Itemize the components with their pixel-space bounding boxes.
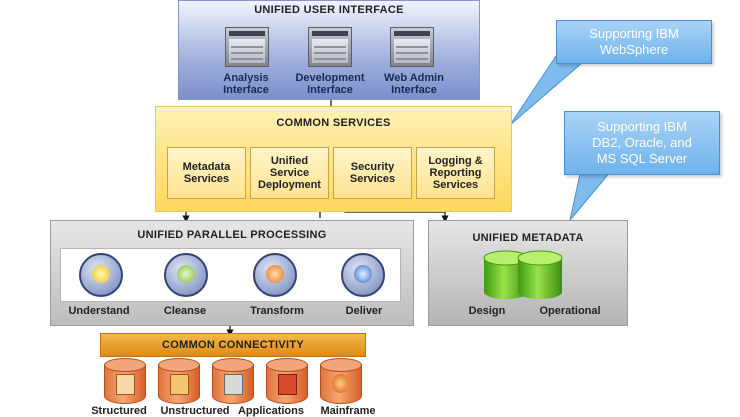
applications-cylinder-icon [212, 358, 254, 404]
structured-label: Structured [91, 405, 147, 417]
mainframe-cylinder-icon [266, 358, 308, 404]
metadata-cylinders-icon [483, 250, 563, 299]
development-interface-icon [308, 27, 352, 67]
metadata-services-box: Metadata Services [167, 147, 246, 199]
fifth-source-cylinder-icon [320, 358, 362, 404]
understand-label: Understand [68, 305, 130, 317]
cleanse-icon [164, 253, 208, 297]
websphere-callout: Supporting IBM WebSphere [556, 20, 712, 64]
unified-user-interface-panel: UNIFIED USER INTERFACE Analysis Interfac… [178, 0, 480, 100]
parallel-panel-title: UNIFIED PARALLEL PROCESSING [137, 229, 327, 241]
structured-cylinder-icon [104, 358, 146, 404]
analysis-interface-icon [225, 27, 269, 67]
transform-icon [253, 253, 297, 297]
unified-service-deployment-box: Unified Service Deployment [250, 147, 329, 199]
common-services-panel: COMMON SERVICES Metadata Services Unifie… [155, 106, 512, 212]
transform-label: Transform [250, 305, 304, 317]
understand-icon [79, 253, 123, 297]
operational-label: Operational [539, 305, 601, 317]
web-admin-interface-icon [390, 27, 434, 67]
mainframe-label: Mainframe [320, 405, 376, 417]
unstructured-label: Unstructured [160, 405, 230, 417]
logging-reporting-services-box: Logging & Reporting Services [416, 147, 495, 199]
metadata-panel-title: UNIFIED METADATA [472, 232, 584, 244]
ui-panel-title: UNIFIED USER INTERFACE [254, 4, 404, 16]
cleanse-label: Cleanse [163, 305, 207, 317]
common-connectivity-bar: COMMON CONNECTIVITY [100, 333, 366, 357]
connectivity-title: COMMON CONNECTIVITY [162, 339, 304, 351]
deliver-icon [341, 253, 385, 297]
development-interface-label: Development Interface [295, 72, 365, 96]
design-label: Design [468, 305, 506, 317]
security-services-box: Security Services [333, 147, 412, 199]
deliver-label: Deliver [345, 305, 383, 317]
databases-callout: Supporting IBM DB2, Oracle, and MS SQL S… [564, 111, 720, 175]
services-panel-title: COMMON SERVICES [276, 117, 391, 129]
unstructured-cylinder-icon [158, 358, 200, 404]
applications-label: Applications [237, 405, 304, 417]
analysis-interface-label: Analysis Interface [223, 72, 269, 96]
web-admin-interface-label: Web Admin Interface [384, 72, 444, 96]
